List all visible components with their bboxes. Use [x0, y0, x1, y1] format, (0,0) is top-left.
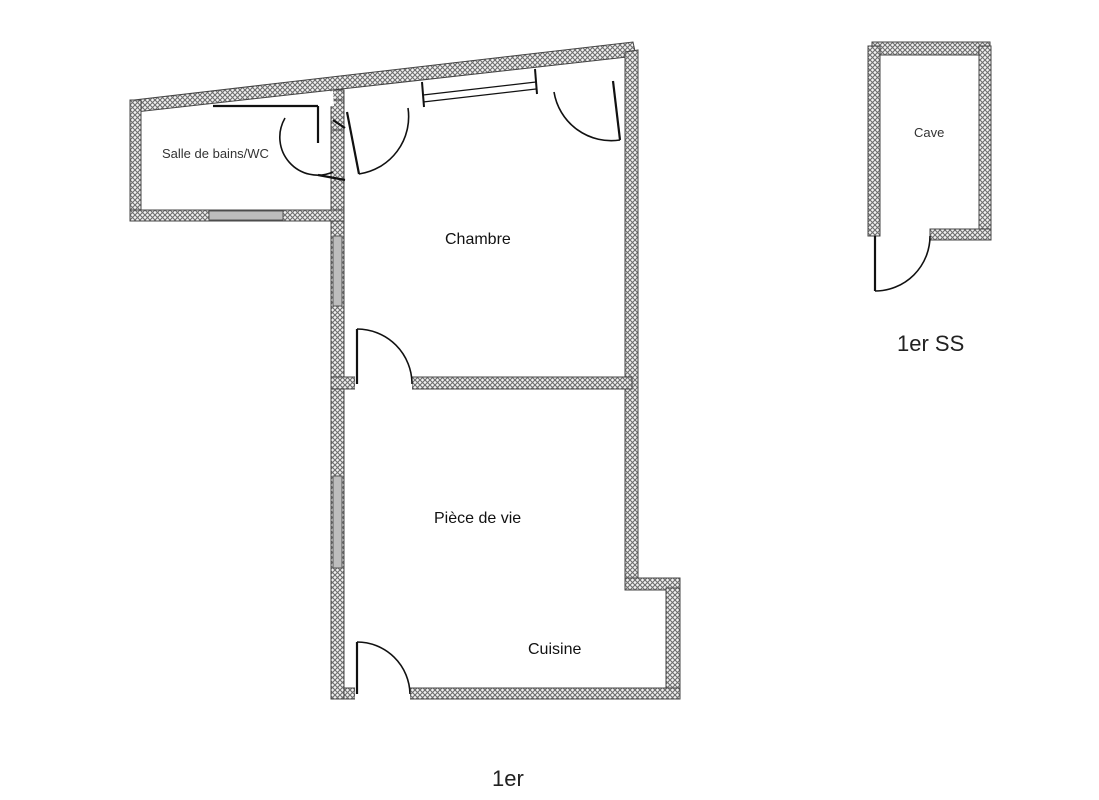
door-bedroom-top-right [611, 80, 622, 141]
bathroom-window [208, 210, 284, 221]
cellar-walls [867, 41, 992, 241]
top-window-gap [422, 78, 537, 105]
cellar-bottom-wall [929, 228, 992, 241]
bottom-wall [409, 687, 681, 700]
room-label-bedroom: Chambre [445, 231, 511, 248]
windows [208, 68, 538, 569]
doors [209, 69, 622, 700]
apartment-walls [129, 41, 681, 700]
left-wall [330, 89, 345, 700]
door-bedroom-top-left [345, 111, 361, 175]
cellar-right-wall [978, 45, 992, 240]
living-left-window [332, 475, 343, 569]
partition-wall-left [330, 376, 356, 390]
room-label-cellar: Cave [914, 125, 944, 140]
cellar-left-wall [867, 45, 881, 237]
kitchen-right-wall [665, 587, 681, 700]
cellar-door [873, 235, 931, 292]
right-wall-upper [624, 49, 639, 579]
room-label-kitchen: Cuisine [528, 641, 581, 658]
floor-label-main: 1er [492, 766, 524, 791]
room-label-living: Pièce de vie [434, 510, 521, 527]
bathroom-door-stub [330, 99, 345, 131]
bathroom-left-wall [129, 99, 142, 221]
floor-label-basement: 1er SS [897, 331, 964, 356]
bedroom-left-window [332, 235, 343, 307]
kitchen-top-wall [624, 577, 681, 591]
cellar-top-wall [871, 41, 991, 56]
room-label-bathroom: Salle de bains/WC [162, 146, 269, 161]
partition-wall [411, 376, 633, 390]
